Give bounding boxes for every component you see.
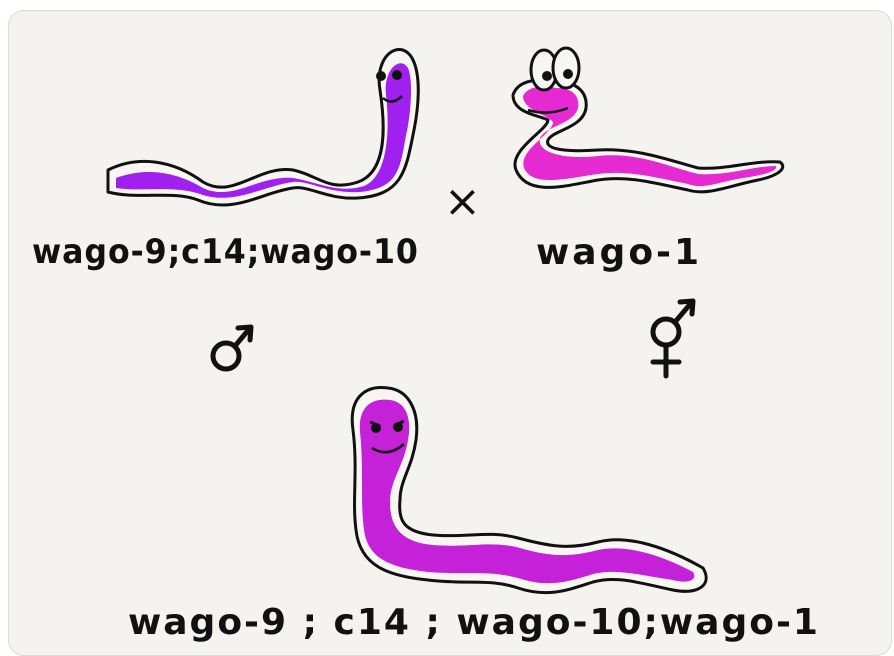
offspring-worm	[350, 386, 708, 595]
female-genotype-label: wago-1	[536, 232, 703, 273]
drawing-canvas: wago-9;c14;wago-10 × wago-1 wago-9 ; c14…	[8, 10, 892, 656]
hermaphrodite-symbol-icon	[650, 298, 696, 379]
cross-symbol: ×	[444, 176, 482, 227]
female-worm	[511, 46, 785, 194]
male-symbol-icon	[210, 324, 254, 372]
male-worm	[106, 47, 420, 207]
offspring-genotype-label: wago-9 ; c14 ; wago-10;wago-1	[128, 602, 820, 643]
male-genotype-label: wago-9;c14;wago-10	[32, 232, 419, 272]
worm-drawings	[106, 46, 785, 595]
